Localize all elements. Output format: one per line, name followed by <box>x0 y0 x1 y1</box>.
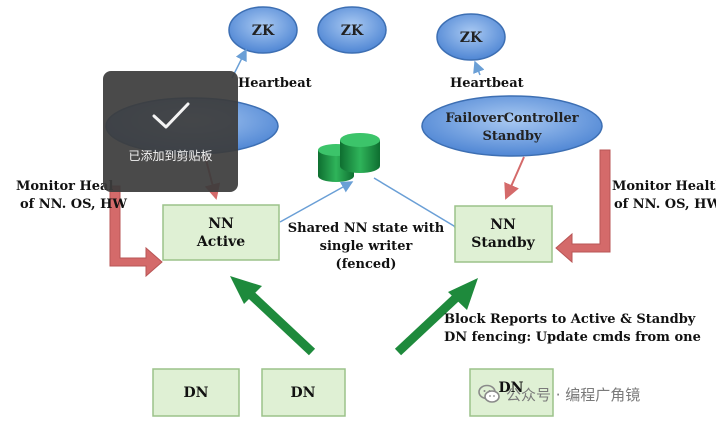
heartbeat-label: Heartbeat <box>238 76 312 91</box>
fc-to-nn-arrow <box>504 156 525 200</box>
nn-label-line2: Standby <box>471 235 535 251</box>
namenode-active: NN Active <box>162 204 280 261</box>
fc-label-line1: FailoverController <box>445 111 578 126</box>
dn-label: DN <box>499 380 524 396</box>
heartbeat-label: Heartbeat <box>450 76 524 91</box>
zk-node: ZK <box>436 13 506 61</box>
datanode: DN <box>152 368 240 417</box>
monitor-arrow-left <box>109 185 163 278</box>
dn-label: DN <box>184 385 209 401</box>
toast-message: 已添加到剪贴板 <box>128 149 213 163</box>
zk-node: ZK <box>228 6 298 54</box>
zk-label: ZK <box>252 23 275 39</box>
monitor-label-line1: Monitor Heal <box>16 179 113 194</box>
nn-label-line1: NN <box>208 216 234 232</box>
zk-label: ZK <box>460 30 483 46</box>
storage-to-nn-line <box>373 177 467 237</box>
block-reports-line2: DN fencing: Update cmds from one <box>444 330 701 345</box>
datanode: DN <box>469 368 554 417</box>
watermark: 公众号 · 编程广角镜 <box>478 383 640 405</box>
block-report-arrow-standby <box>394 278 478 356</box>
monitor-arrow-right <box>555 149 611 264</box>
failover-controller-standby: FailoverController Standby <box>421 95 603 157</box>
shared-state-line1: Shared NN state with <box>288 221 445 236</box>
zk-node: ZK <box>317 6 387 54</box>
block-reports-line1: Block Reports to Active & Standby <box>444 312 696 327</box>
nn-to-storage-line <box>279 181 354 223</box>
zk-label: ZK <box>341 23 364 39</box>
nn-label-line1: NN <box>490 217 516 233</box>
namenode-standby: NN Standby <box>454 205 553 263</box>
monitor-label-line1: Monitor Health <box>612 179 716 194</box>
heartbeat-arrow <box>473 60 485 76</box>
block-report-arrow-active <box>230 276 316 356</box>
datanode: DN <box>261 368 346 417</box>
wechat-icon <box>478 384 500 403</box>
watermark-text: 公众号 · 编程广角镜 <box>506 385 641 404</box>
dn-label: DN <box>291 385 316 401</box>
nn-label-line2: Active <box>196 234 245 250</box>
monitor-label-line2: of NN. OS, HW <box>614 197 716 212</box>
clipboard-toast: 已添加到剪贴板 <box>103 71 238 192</box>
checkmark-icon <box>152 102 189 129</box>
shared-storage-icon <box>318 133 380 182</box>
monitor-label-line2: of NN. OS, HW <box>20 197 127 212</box>
shared-state-line2: single writer <box>320 239 413 254</box>
fc-label-line2: Standby <box>482 129 541 144</box>
shared-state-line3: (fenced) <box>336 257 397 272</box>
